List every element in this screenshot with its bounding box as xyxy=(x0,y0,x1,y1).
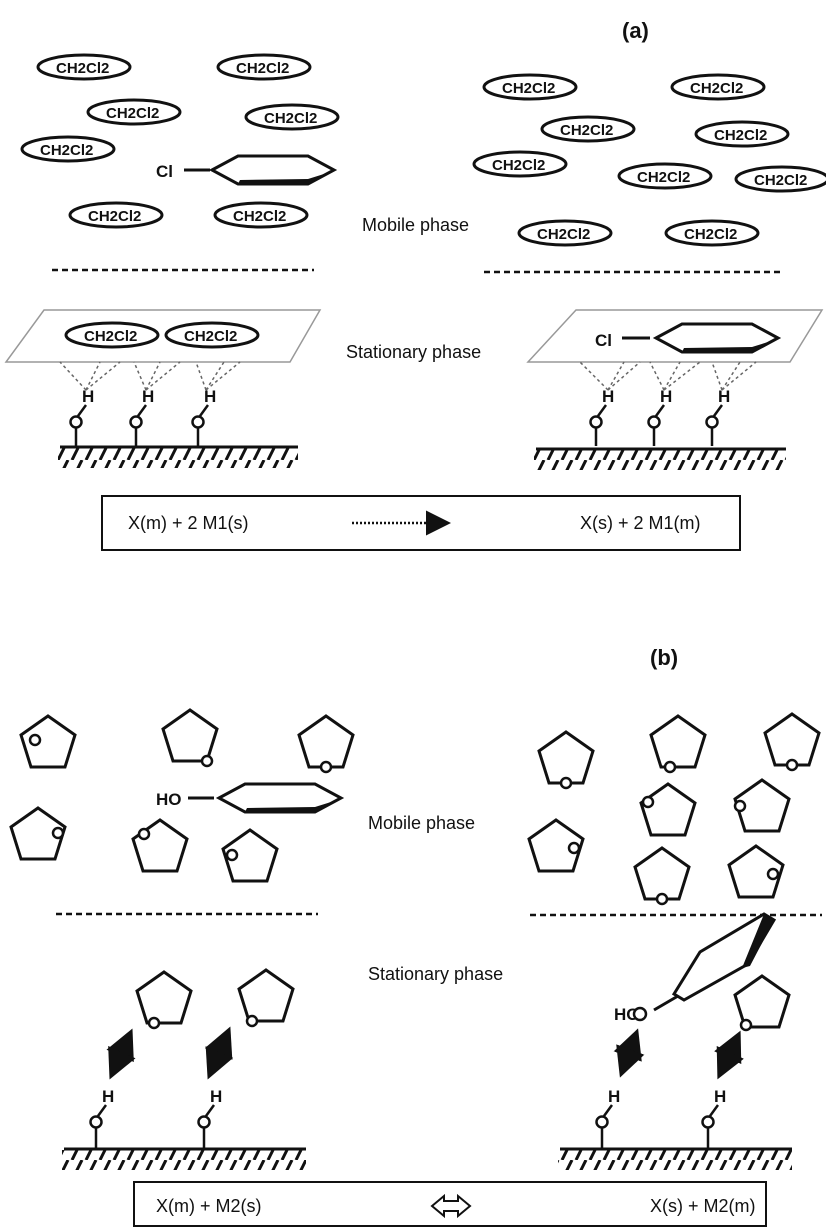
silanol-h: H xyxy=(204,387,216,406)
silanol-h: H xyxy=(102,1087,114,1106)
panel-a-label: (a) xyxy=(622,18,649,43)
silanol-h: H xyxy=(714,1087,726,1106)
solvent-label: CH2Cl2 xyxy=(492,157,545,174)
solvent-label: CH2Cl2 xyxy=(264,110,317,127)
substituent-label: Cl xyxy=(156,162,173,181)
mobile-phase-label-b: Mobile phase xyxy=(368,813,475,833)
solvent-label: CH2Cl2 xyxy=(106,105,159,122)
solvent-label: CH2Cl2 xyxy=(537,226,590,243)
phenol-mobile: HO xyxy=(156,782,343,814)
solvent-label: CH2Cl2 xyxy=(714,127,767,144)
stationary-plane-left: CH2Cl2 CH2Cl2 xyxy=(4,309,322,391)
solvent-label: CH2Cl2 xyxy=(233,208,286,225)
silanol-h: H xyxy=(718,387,730,406)
mobile-phase-label-a: Mobile phase xyxy=(362,215,469,235)
silanol-h: H xyxy=(602,387,614,406)
equation-box-b: X(m) + M2(s) X(s) + M2(m) xyxy=(133,1181,767,1227)
silanol-h: H xyxy=(142,387,154,406)
substituent-label: Cl xyxy=(595,331,612,350)
silica-hatch-b-left xyxy=(62,1150,306,1170)
panel-b-label: (b) xyxy=(650,645,678,670)
stationary-plane-right: Cl xyxy=(526,309,824,391)
double-arrow-icon xyxy=(613,1028,645,1078)
equation-a-right: X(s) + 2 M1(m) xyxy=(580,513,701,533)
double-arrow-icon xyxy=(106,1028,136,1080)
silanol-h: H xyxy=(608,1087,620,1106)
thf-molecules-left xyxy=(9,708,355,883)
solvent-label: CH2Cl2 xyxy=(84,328,137,345)
solvent-label: CH2Cl2 xyxy=(56,60,109,77)
substituent-label: HO xyxy=(156,790,182,809)
solvent-label: CH2Cl2 xyxy=(684,226,737,243)
stationary-phase-label-a: Stationary phase xyxy=(346,342,481,362)
equation-b-right: X(s) + M2(m) xyxy=(650,1196,756,1216)
solvent-molecules-left: CH2Cl2 CH2Cl2 CH2Cl2 CH2Cl2 CH2Cl2 CH2Cl… xyxy=(20,53,340,229)
stationary-b-right: HO H H xyxy=(595,912,791,1148)
double-arrow-icon xyxy=(714,1030,744,1080)
solvent-label: CH2Cl2 xyxy=(40,142,93,159)
solvent-label: CH2Cl2 xyxy=(88,208,141,225)
chlorobenzene-mobile: Cl xyxy=(156,154,336,186)
silica-hatch-b-right xyxy=(558,1150,792,1170)
silanol-groups-a-right: H H H xyxy=(589,387,730,446)
stationary-phase-label-b: Stationary phase xyxy=(368,964,503,984)
silanol-h: H xyxy=(210,1087,222,1106)
substituent-label: HO xyxy=(614,1005,640,1024)
solvent-molecules-right: CH2Cl2 CH2Cl2 CH2Cl2 CH2Cl2 CH2Cl2 CH2Cl… xyxy=(472,73,826,247)
solvent-label: CH2Cl2 xyxy=(690,80,743,97)
solvent-label: CH2Cl2 xyxy=(754,172,807,189)
thf-molecules-right xyxy=(527,712,821,906)
equation-b-left: X(m) + M2(s) xyxy=(156,1196,262,1216)
equation-a-left: X(m) + 2 M1(s) xyxy=(128,513,249,533)
solvent-label: CH2Cl2 xyxy=(560,122,613,139)
equation-box-a: X(m) + 2 M1(s) X(s) + 2 M1(m) xyxy=(101,495,741,551)
silica-hatch-a-left xyxy=(58,448,298,468)
solvent-label: CH2Cl2 xyxy=(236,60,289,77)
solvent-label: CH2Cl2 xyxy=(637,169,690,186)
solvent-label: CH2Cl2 xyxy=(502,80,555,97)
solvent-label: CH2Cl2 xyxy=(184,328,237,345)
silanol-h: H xyxy=(660,387,672,406)
stationary-b-left: H H xyxy=(89,968,295,1148)
double-headed-arrow-icon xyxy=(430,1193,472,1219)
double-arrow-icon xyxy=(204,1026,234,1080)
silica-hatch-a-right xyxy=(534,450,786,470)
silanol-h: H xyxy=(82,387,94,406)
silanol-groups-a-left: H H H xyxy=(69,387,216,446)
